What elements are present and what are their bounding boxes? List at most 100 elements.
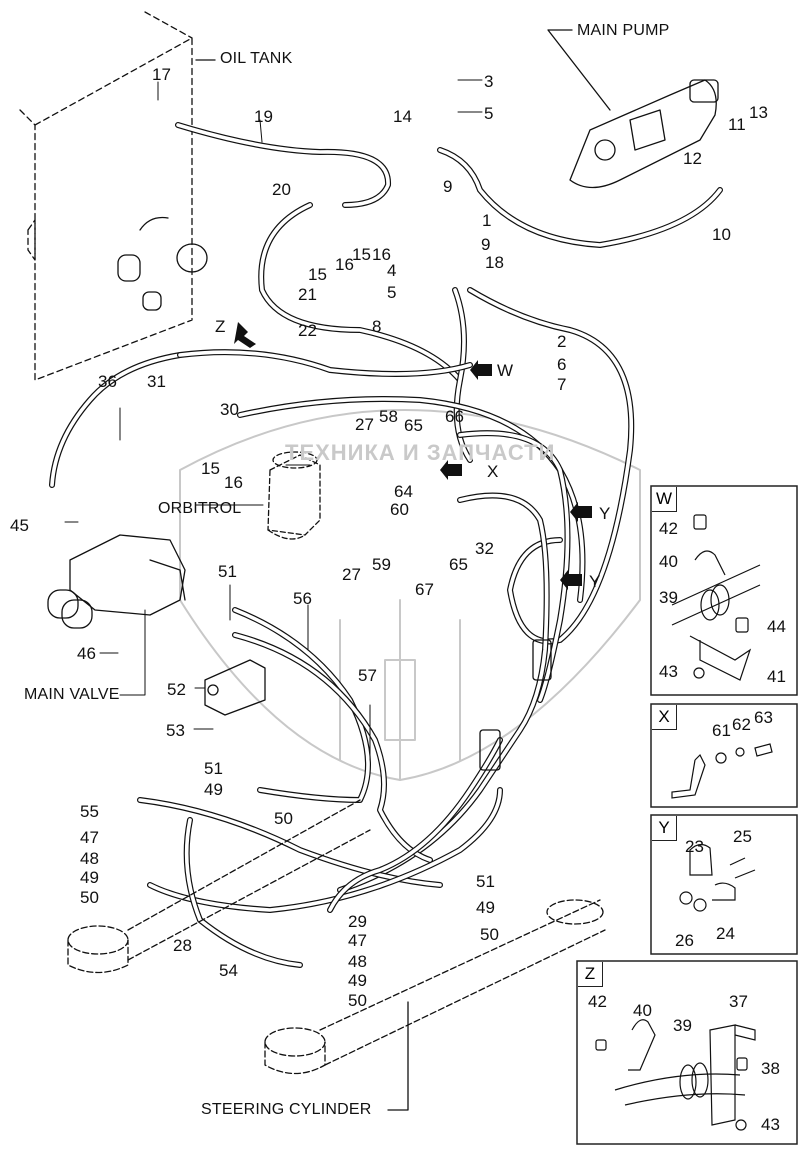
tank-suction-strainer <box>117 216 208 311</box>
view-marker-w: W <box>497 361 514 380</box>
callout-32: 32 <box>475 539 494 558</box>
callout-16a: 16 <box>335 255 354 274</box>
inset-w-frame <box>650 485 798 696</box>
callout-48b: 48 <box>348 952 367 971</box>
callout-48a: 48 <box>80 849 99 868</box>
callout-45: 45 <box>10 516 29 535</box>
callout-65a: 65 <box>404 416 423 435</box>
callout-47a: 47 <box>80 828 99 847</box>
watermark-logo <box>179 409 641 781</box>
callout-16c: 16 <box>224 473 243 492</box>
steering-cylinder-leader <box>387 1001 409 1111</box>
callout-58: 58 <box>379 407 398 426</box>
label-main-pump: MAIN PUMP <box>577 22 670 39</box>
inset-x-callout-61: 61 <box>712 721 731 740</box>
callout-54: 54 <box>219 961 238 980</box>
callout-3: 3 <box>484 72 494 91</box>
callout-50a: 50 <box>274 809 293 828</box>
callout-46: 46 <box>77 644 96 663</box>
inset-w-callout-43: 43 <box>659 662 678 681</box>
callout-15a: 15 <box>308 265 327 284</box>
steering-cylinder <box>264 899 606 1075</box>
inset-z-drawing <box>595 1019 756 1131</box>
callout-17: 17 <box>152 65 171 84</box>
view-marker-y2: Y <box>589 572 601 591</box>
callout-2: 2 <box>557 332 567 351</box>
callout-9a: 9 <box>443 177 453 196</box>
callout-60: 60 <box>390 500 409 519</box>
callout-49a: 49 <box>204 780 223 799</box>
inset-y-callout-25: 25 <box>733 827 752 846</box>
main-valve <box>47 534 186 629</box>
oil-tank <box>19 11 193 381</box>
inset-z-frame <box>576 960 798 1145</box>
callout-49b: 49 <box>80 868 99 887</box>
inset-w-callout-44: 44 <box>767 617 786 636</box>
callout-20: 20 <box>272 180 291 199</box>
label-oil-tank: OIL TANK <box>220 50 293 67</box>
inset-x-tag: X <box>652 705 677 730</box>
inset-w-callout-40: 40 <box>659 552 678 571</box>
callout-15c: 15 <box>201 459 220 478</box>
callout-7: 7 <box>557 375 567 394</box>
inset-w-callout-41: 41 <box>767 667 786 686</box>
callout-51b: 51 <box>204 759 223 778</box>
inset-z-callout-43: 43 <box>761 1115 780 1134</box>
callout-8: 8 <box>372 317 382 336</box>
callout-49c: 49 <box>476 898 495 917</box>
callout-27a: 27 <box>355 415 374 434</box>
leader-lines <box>64 79 483 761</box>
callout-67: 67 <box>415 580 434 599</box>
callout-9b: 9 <box>481 235 491 254</box>
view-marker-y1: Y <box>599 504 611 523</box>
callout-11: 11 <box>728 115 746 134</box>
callout-36: 36 <box>98 372 117 391</box>
callout-12: 12 <box>683 149 702 168</box>
inset-y-tag: Y <box>652 816 677 841</box>
main-pump-leader <box>547 29 611 111</box>
label-main-valve: MAIN VALVE <box>24 686 120 703</box>
orbitrol <box>267 451 321 540</box>
distributor-block <box>204 659 266 716</box>
inset-z-callout-38: 38 <box>761 1059 780 1078</box>
callout-1: 1 <box>482 211 492 230</box>
inset-x-callout-63: 63 <box>754 708 773 727</box>
inset-frames <box>576 485 798 1145</box>
steering-cylinder-left <box>67 799 371 974</box>
callout-66: 66 <box>445 407 464 426</box>
callout-29: 29 <box>348 912 367 931</box>
callout-4: 4 <box>387 261 397 280</box>
inset-w-tag: W <box>652 487 677 512</box>
callout-18: 18 <box>485 253 504 272</box>
callout-51a: 51 <box>218 562 237 581</box>
inset-w-callout-39: 39 <box>659 588 678 607</box>
callout-15b: 15 <box>352 245 371 264</box>
callout-57: 57 <box>358 666 377 685</box>
inset-z-callout-37: 37 <box>729 992 748 1011</box>
inset-x-drawing <box>671 743 773 799</box>
main-pump <box>569 79 719 189</box>
callout-64: 64 <box>394 482 413 501</box>
label-orbitrol: ORBITROL <box>158 500 242 517</box>
callout-5b: 5 <box>387 283 397 302</box>
inset-z-callout-40: 40 <box>633 1001 652 1020</box>
callout-52: 52 <box>167 680 186 699</box>
callout-27b: 27 <box>342 565 361 584</box>
callout-21: 21 <box>298 285 317 304</box>
inset-y-callout-26: 26 <box>675 931 694 950</box>
view-marker-x: X <box>487 462 499 481</box>
inset-z-callout-42: 42 <box>588 992 607 1011</box>
watermark-text: ТЕХНИКА И ЗАПЧАСТИ <box>285 440 556 465</box>
view-arrows <box>234 322 592 590</box>
inset-z-callout-39: 39 <box>673 1016 692 1035</box>
callout-10: 10 <box>712 225 731 244</box>
callout-50c: 50 <box>348 991 367 1010</box>
view-marker-z: Z <box>215 317 226 336</box>
callout-30: 30 <box>220 400 239 419</box>
callout-28: 28 <box>173 936 192 955</box>
callout-59: 59 <box>372 555 391 574</box>
callout-5a: 5 <box>484 104 494 123</box>
callout-6: 6 <box>557 355 567 374</box>
callout-53: 53 <box>166 721 185 740</box>
